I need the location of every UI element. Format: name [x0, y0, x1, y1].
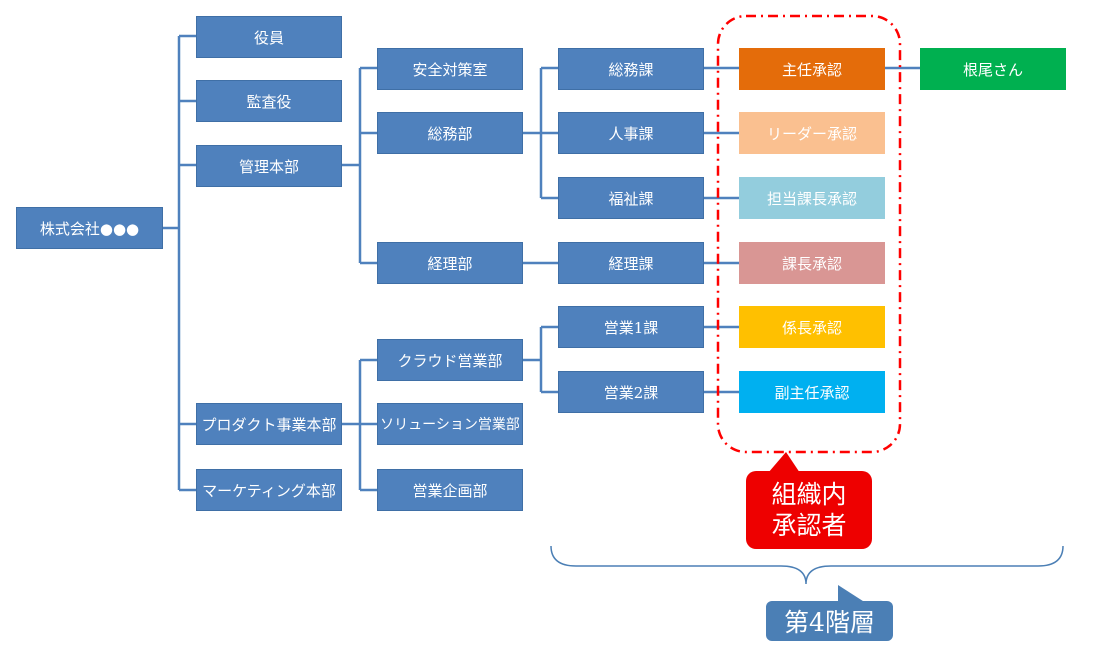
- person-neo: 根尾さん: [920, 48, 1066, 90]
- node-product-honbu: プロダクト事業本部: [196, 403, 342, 445]
- approver-shunin: 主任承認: [739, 48, 885, 90]
- approver-kakaricho: 係長承認: [739, 306, 885, 348]
- approver-fuku-shunin: 副主任承認: [739, 371, 885, 413]
- node-keirika: 経理課: [558, 242, 704, 284]
- node-eigyo-kikaku: 営業企画部: [377, 469, 523, 511]
- node-anzen: 安全対策室: [377, 48, 523, 90]
- node-kanri-honbu: 管理本部: [196, 145, 342, 187]
- level-brace: [550, 545, 1064, 585]
- node-eigyo2ka: 営業2課: [558, 371, 704, 413]
- approver-leader: リーダー承認: [739, 112, 885, 154]
- node-somubu: 総務部: [377, 112, 523, 154]
- node-kansayaku: 監査役: [196, 80, 342, 122]
- approver-tanto-kacho: 担当課長承認: [739, 177, 885, 219]
- node-somuka: 総務課: [558, 48, 704, 90]
- node-fukushika: 福祉課: [558, 177, 704, 219]
- node-marketing-honbu: マーケティング本部: [196, 469, 342, 511]
- approver-highlight-frame: [716, 14, 902, 454]
- node-solution-eigyo: ソリューション営業部: [377, 403, 523, 445]
- approvers-callout-line1: 組織内: [771, 480, 847, 509]
- approvers-callout: 組織内 承認者: [746, 471, 872, 549]
- node-company: 株式会社●●●: [16, 207, 163, 249]
- approver-kacho: 課長承認: [739, 242, 885, 284]
- node-yakuin: 役員: [196, 16, 342, 58]
- node-eigyo1ka: 営業1課: [558, 306, 704, 348]
- node-keiribu: 経理部: [377, 242, 523, 284]
- node-jinjika: 人事課: [558, 112, 704, 154]
- blue-callout-pointer: [838, 585, 866, 603]
- approvers-callout-line2: 承認者: [771, 511, 847, 540]
- red-callout-pointer: [768, 452, 800, 473]
- level-callout: 第4階層: [766, 601, 893, 641]
- node-cloud-eigyo: クラウド営業部: [377, 339, 523, 381]
